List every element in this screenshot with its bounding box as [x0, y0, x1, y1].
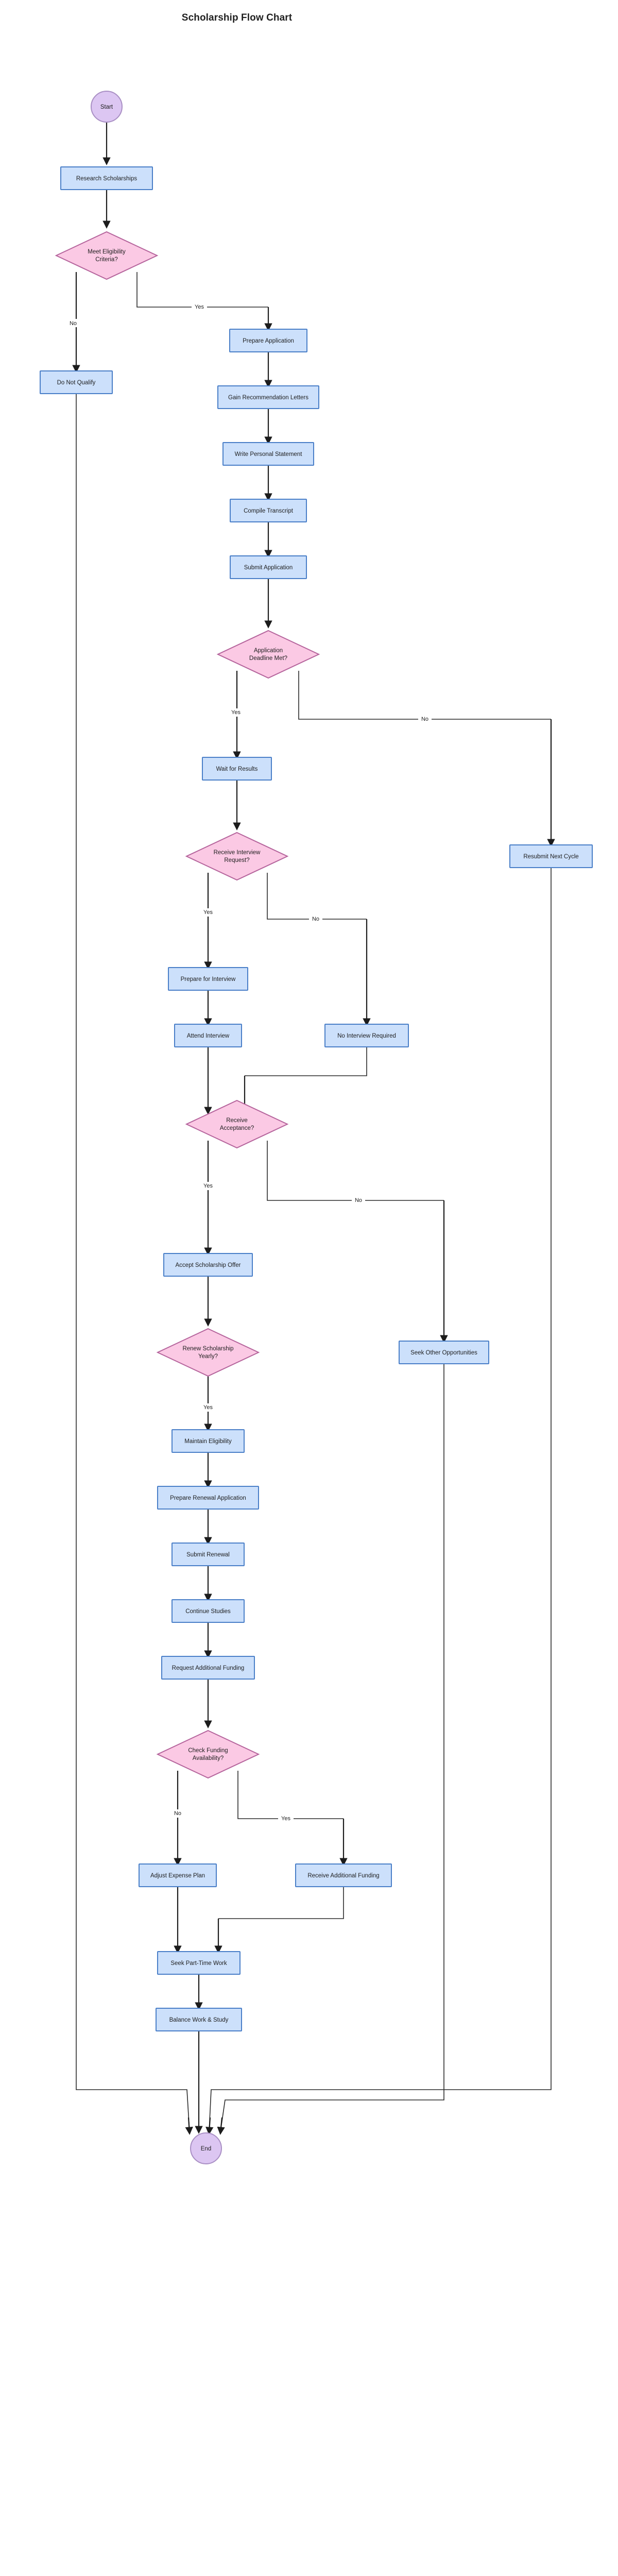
node-continue-studies[interactable]: Continue Studies — [171, 1599, 245, 1623]
page-title: Scholarship Flow Chart — [181, 12, 293, 23]
edge-checkfund-addfund-leg — [237, 1771, 344, 1819]
edge-label-interview-no: No — [312, 916, 319, 922]
node-start[interactable]: Start — [91, 91, 123, 123]
node-request-additional-funding[interactable]: Request Additional Funding — [161, 1656, 255, 1680]
edge-resubmit-end-leg — [209, 868, 552, 2132]
edge-label-acceptance-no: No — [355, 1197, 362, 1204]
node-prepare-for-interview[interactable]: Prepare for Interview — [168, 967, 248, 991]
edge-label-checkfund-no: No — [174, 1810, 181, 1817]
edge-label-checkfund-yes: Yes — [281, 1816, 290, 1822]
node-compile-transcript[interactable]: Compile Transcript — [230, 499, 307, 522]
node-prepare-renewal-application[interactable]: Prepare Renewal Application — [157, 1486, 259, 1510]
node-check-funding-availability[interactable]: Check Funding Availability? — [156, 1730, 260, 1779]
node-meet-eligibility-criteria[interactable]: Meet Eligibility Criteria? — [55, 231, 159, 280]
node-gain-recommendation-letters[interactable]: Gain Recommendation Letters — [217, 385, 319, 409]
node-receive-interview-request[interactable]: Receive Interview Request? — [185, 832, 289, 881]
node-seek-part-time-work[interactable]: Seek Part-Time Work — [157, 1951, 241, 1975]
edge-seekother-end — [217, 2117, 225, 2135]
edge-label-acceptance-yes: Yes — [203, 1183, 213, 1189]
node-accept-scholarship-offer[interactable]: Accept Scholarship Offer — [163, 1253, 253, 1277]
edge-label-bg — [418, 715, 432, 723]
edge-label-eligible-no: No — [70, 320, 77, 327]
node-do-not-qualify[interactable]: Do Not Qualify — [40, 370, 113, 394]
node-end[interactable]: End — [190, 2132, 222, 2164]
edge-label-bg — [67, 319, 80, 327]
edge-acceptance-seekother-leg — [267, 1141, 444, 1201]
node-maintain-eligibility[interactable]: Maintain Eligibility — [171, 1429, 245, 1453]
node-no-interview-required[interactable]: No Interview Required — [324, 1024, 409, 1047]
edge-addfund-parttime-leg — [218, 1887, 344, 1919]
node-resubmit-next-cycle[interactable]: Resubmit Next Cycle — [509, 844, 593, 868]
node-submit-application[interactable]: Submit Application — [230, 555, 307, 579]
edge-label-bg — [192, 303, 207, 311]
edge-noqualify-end-leg — [76, 394, 190, 2132]
node-adjust-expense-plan[interactable]: Adjust Expense Plan — [139, 1863, 217, 1887]
edge-label-deadline-no: No — [421, 716, 428, 722]
edge-label-bg — [200, 1403, 216, 1412]
node-attend-interview[interactable]: Attend Interview — [174, 1024, 242, 1047]
node-balance-work-and-study[interactable]: Balance Work & Study — [156, 2008, 242, 2031]
edge-seekother-end-leg — [220, 1364, 444, 2132]
edge-label-bg — [200, 1182, 216, 1190]
edge-label-bg — [278, 1815, 294, 1823]
edge-label-bg — [309, 915, 322, 923]
edge-label-bg — [200, 908, 216, 917]
edge-label-interview-yes: Yes — [203, 909, 213, 916]
node-renew-scholarship-yearly[interactable]: Renew Scholarship Yearly? — [156, 1328, 260, 1377]
node-layer: Start Research Scholarships Meet Eligibi… — [40, 91, 593, 2164]
node-wait-for-results[interactable]: Wait for Results — [202, 757, 272, 781]
node-write-personal-statement[interactable]: Write Personal Statement — [222, 442, 314, 466]
edge-label-deadline-yes: Yes — [231, 709, 241, 716]
edge-label-bg — [352, 1196, 365, 1205]
edge-label-renew-yes: Yes — [203, 1404, 213, 1411]
edge-layer — [72, 122, 555, 2135]
edge-label-bg — [171, 1809, 184, 1818]
edge-label-bg — [228, 708, 244, 717]
node-research-scholarships[interactable]: Research Scholarships — [60, 166, 153, 190]
edge-label-layer: No Yes Yes No Yes No Yes No Yes No Yes — [67, 303, 432, 1823]
node-prepare-application[interactable]: Prepare Application — [229, 329, 307, 352]
edge-resubmit-end — [205, 2117, 214, 2135]
edge-noqualify-end — [185, 2117, 193, 2135]
node-receive-additional-funding[interactable]: Receive Additional Funding — [295, 1863, 392, 1887]
edge-deadline-resubmit-leg — [298, 671, 551, 720]
node-seek-other-opportunities[interactable]: Seek Other Opportunities — [399, 1341, 489, 1364]
edge-interview-nointv-leg — [267, 873, 367, 920]
node-receive-acceptance[interactable]: Receive Acceptance? — [185, 1099, 289, 1149]
edge-nointv-acceptance-leg — [245, 1047, 367, 1076]
edge-label-eligible-yes: Yes — [195, 304, 204, 310]
node-application-deadline-met[interactable]: Application Deadline Met? — [216, 630, 320, 679]
node-submit-renewal[interactable]: Submit Renewal — [171, 1543, 245, 1566]
edge-eligible-prepapp-leg — [136, 272, 268, 308]
